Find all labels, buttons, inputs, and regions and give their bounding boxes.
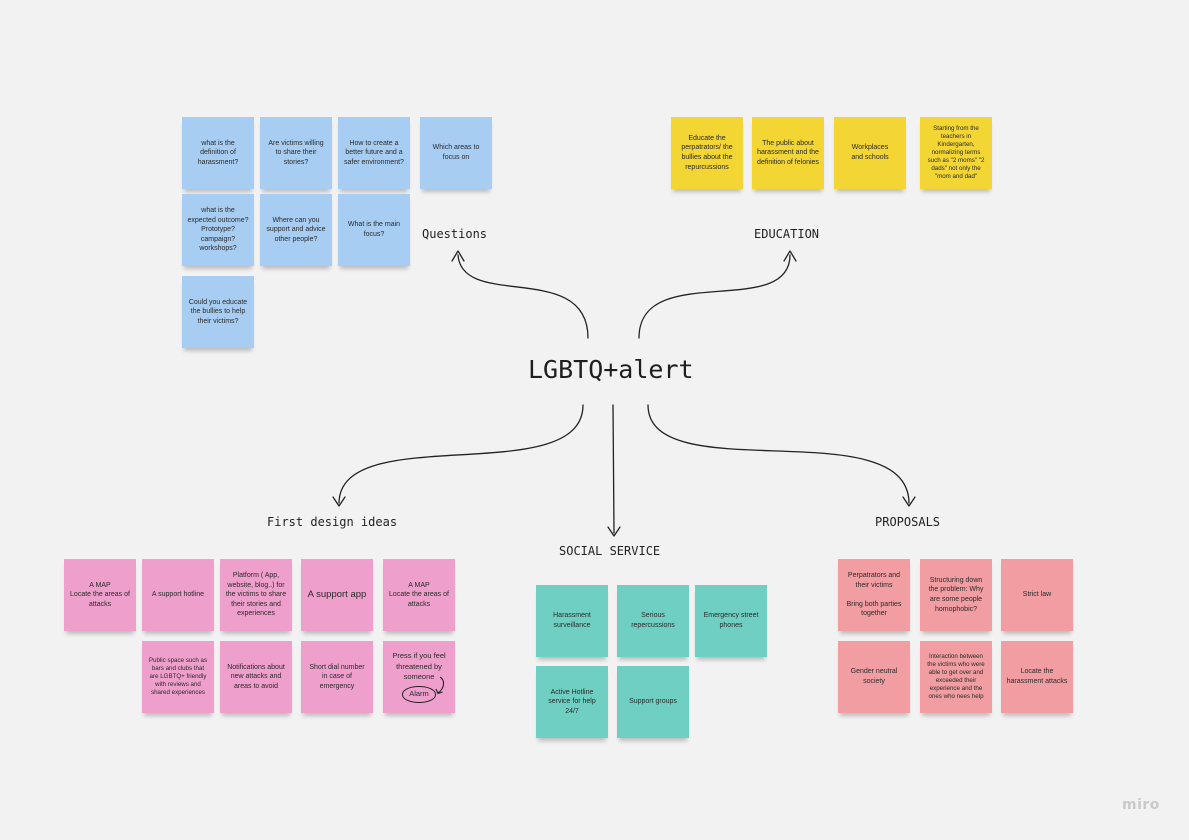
sticky-note[interactable]: Public space such as bars and clubs that… — [142, 641, 214, 713]
sticky-note[interactable]: Where can you support and advice other p… — [260, 194, 332, 266]
sticky-note[interactable]: The public about harassment and the defi… — [752, 117, 824, 189]
alarm-label: Alarm — [402, 686, 436, 703]
connector-to-questions — [457, 254, 589, 339]
sticky-note-text: Press if you feel threatened by someone — [392, 651, 446, 681]
group-label-social[interactable]: SOCIAL SERVICE — [559, 544, 661, 558]
sticky-note[interactable]: A MAP Locate the areas of attacks — [383, 559, 455, 631]
sticky-note[interactable]: Support groups — [617, 666, 689, 738]
sticky-note[interactable]: How to create a better future and a safe… — [338, 117, 410, 189]
group-label-design[interactable]: First design ideas — [267, 515, 398, 529]
sticky-note[interactable]: Are victims willing to share their stori… — [260, 117, 332, 189]
connector-to-education — [638, 254, 791, 339]
sticky-note[interactable]: Structuring down the problem: Why are so… — [920, 559, 992, 631]
miro-logo: miro — [1122, 797, 1160, 813]
sticky-note[interactable]: Platform ( App, website, blog..) for the… — [220, 559, 292, 631]
sticky-note[interactable]: Serious repercussions — [617, 585, 689, 657]
group-label-proposals[interactable]: PROPOSALS — [875, 515, 941, 529]
sticky-note[interactable]: Short dial number in case of emergency — [301, 641, 373, 713]
sticky-note-alarm[interactable]: Press if you feel threatened by someone … — [383, 641, 455, 713]
sticky-note[interactable]: Active Hotline service for help 24/7 — [536, 666, 608, 738]
sticky-note[interactable]: A support app — [301, 559, 373, 631]
sticky-note[interactable]: Interaction between the victims who were… — [920, 641, 992, 713]
sticky-note[interactable]: Starting from the teachers in Kindergart… — [920, 117, 992, 189]
sticky-note[interactable]: Which areas to focus on — [420, 117, 492, 189]
curved-arrow-icon — [435, 676, 445, 695]
sticky-note[interactable]: Gender neutral society — [838, 641, 910, 713]
sticky-note[interactable]: Emergency street phones — [695, 585, 767, 657]
group-label-questions[interactable]: Questions — [422, 227, 488, 241]
sticky-note[interactable]: What is the main focus? — [338, 194, 410, 266]
connector-to-social — [612, 404, 615, 534]
group-label-education[interactable]: EDUCATION — [754, 227, 820, 241]
sticky-note[interactable]: Harassment surveillance — [536, 585, 608, 657]
arrowhead-proposals — [902, 496, 916, 507]
sticky-note[interactable]: A MAP Locate the areas of attacks — [64, 559, 136, 631]
sticky-note[interactable]: Workplaces and schools — [834, 117, 906, 189]
arrowhead-social — [607, 526, 621, 537]
sticky-note[interactable]: Perpatrators and their victims Bring bot… — [838, 559, 910, 631]
connector-to-design — [338, 404, 584, 504]
sticky-note[interactable]: what is the expected outcome? Prototype?… — [182, 194, 254, 266]
board-title[interactable]: LGBTQ+alert — [528, 355, 694, 384]
arrowhead-design — [332, 496, 346, 507]
sticky-note[interactable]: Notifications about new attacks and area… — [220, 641, 292, 713]
arrowhead-questions — [451, 250, 465, 262]
sticky-note[interactable]: Locate the harassment attacks — [1001, 641, 1073, 713]
connector-to-proposals — [647, 404, 910, 504]
sticky-note[interactable]: Strict law — [1001, 559, 1073, 631]
sticky-note[interactable]: Could you educate the bullies to help th… — [182, 276, 254, 348]
sticky-note[interactable]: A support hotline — [142, 559, 214, 631]
sticky-note[interactable]: Educate the perpatrators/ the bullies ab… — [671, 117, 743, 189]
arrowhead-education — [783, 250, 797, 262]
sticky-note[interactable]: what is the definition of harassment? — [182, 117, 254, 189]
